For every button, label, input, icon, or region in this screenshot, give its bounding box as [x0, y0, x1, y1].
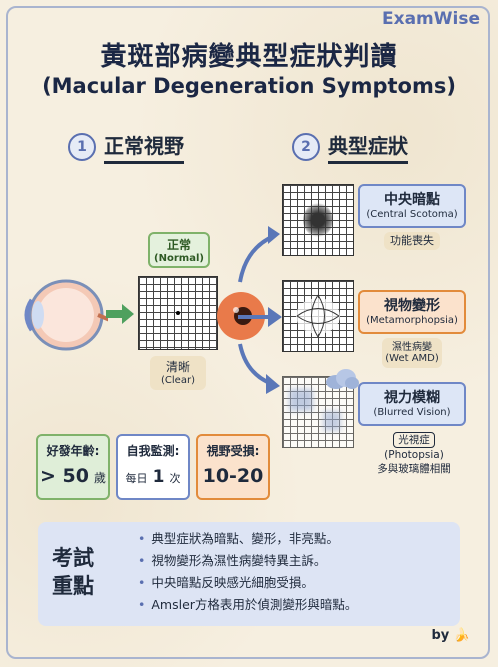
section-label: 正常視野	[104, 130, 184, 164]
clear-label-box: 清晰 (Clear)	[150, 356, 206, 390]
section-normal-heading: 1 正常視野	[68, 130, 184, 164]
stat-unit: 歲	[94, 471, 107, 485]
stat-field-loss: 視野受損: 10-20	[196, 434, 270, 500]
clear-label: 清晰	[165, 360, 190, 374]
eye-anatomy-icon	[24, 279, 108, 351]
key-label: 考試 重點	[52, 544, 94, 600]
section-number: 1	[68, 133, 96, 161]
key-point: 視物變形為濕性病變特異主訴。	[138, 550, 357, 572]
normal-amsler-grid	[138, 276, 218, 350]
metamorphopsia-label-box: 視物變形 (Metamorphopsia)	[358, 290, 466, 334]
blur-patch	[323, 411, 341, 431]
symptom-en: (Metamorphopsia)	[366, 315, 458, 326]
distortion-overlay	[296, 294, 340, 338]
blur-patch	[289, 389, 313, 411]
center-dot	[176, 311, 180, 315]
key-point: 典型症狀為暗點、變形，非亮點。	[138, 528, 357, 550]
stat-value-row: > 50 歲	[38, 465, 108, 487]
metamorphopsia-note: 濕性病變 (Wet AMD)	[382, 338, 442, 368]
symptom-title: 視物變形	[384, 298, 440, 314]
scotoma-note: 功能喪失	[384, 232, 440, 250]
symptom-title: 視力模糊	[384, 390, 440, 406]
note-line: 光視症	[393, 432, 435, 448]
clear-sub: (Clear)	[161, 375, 195, 386]
stat-monitoring: 自我監測: 每日 1 次	[116, 434, 190, 500]
stat-label: 視野受損:	[206, 444, 260, 458]
symptom-en: (Blurred Vision)	[373, 407, 451, 418]
section-label: 典型症狀	[328, 130, 408, 164]
stat-unit: 次	[169, 472, 181, 485]
stat-age: 好發年齡: > 50 歲	[36, 434, 110, 500]
note-line: 多與玻璃體相關	[377, 463, 451, 475]
normal-label: 正常	[166, 238, 191, 252]
blurred-label-box: 視力模糊 (Blurred Vision)	[358, 382, 466, 426]
footer-credit: by 🍌	[432, 628, 471, 643]
metamorphopsia-amsler-grid	[282, 280, 354, 352]
key-points-panel: 考試 重點 典型症狀為暗點、變形，非亮點。 視物變形為濕性病變特異主訴。 中央暗…	[38, 522, 460, 626]
photopsia-note: 光視症 (Photopsia) 多與玻璃體相關	[364, 432, 464, 476]
stat-prefix: 每日	[125, 472, 148, 485]
stat-value: 1	[152, 467, 165, 487]
symptom-title: 中央暗點	[384, 192, 440, 208]
normal-label-box: 正常 (Normal)	[148, 232, 210, 268]
key-points-list: 典型症狀為暗點、變形，非亮點。 視物變形為濕性病變特異主訴。 中央暗點反映感光細…	[138, 528, 357, 616]
stat-label: 好發年齡:	[46, 444, 100, 458]
key-label-line: 重點	[52, 574, 94, 598]
page-subtitle: (Macular Degeneration Symptoms)	[42, 74, 456, 98]
note-line: 濕性病變	[392, 342, 432, 353]
normal-sub: (Normal)	[154, 253, 204, 264]
arrow-right-icon	[106, 304, 134, 324]
note-line: (Photopsia)	[384, 449, 444, 461]
key-point: Amsler方格表用於偵測變形與暗點。	[138, 594, 357, 616]
banana-icon: 🍌	[453, 628, 470, 643]
stat-value: 10-20	[202, 465, 264, 487]
stat-label: 自我監測:	[126, 444, 180, 458]
stat-value: > 50	[39, 465, 89, 487]
cloud-icon	[326, 369, 359, 389]
brand-logo: ExamWise	[382, 9, 480, 29]
section-symptoms-heading: 2 典型症狀	[292, 130, 408, 164]
scotoma-label-box: 中央暗點 (Central Scotoma)	[358, 184, 466, 228]
section-number: 2	[292, 133, 320, 161]
blurred-amsler-grid	[282, 376, 354, 448]
page-frame	[6, 6, 490, 659]
arrow-right-icon	[238, 307, 282, 327]
symptom-en: (Central Scotoma)	[366, 209, 458, 220]
key-point: 中央暗點反映感光細胞受損。	[138, 572, 357, 594]
key-label-line: 考試	[52, 546, 94, 570]
dark-spot	[303, 203, 333, 237]
footer-text: by	[431, 628, 450, 643]
scotoma-amsler-grid	[282, 184, 354, 256]
page-title: 黃斑部病變典型症狀判讀	[100, 42, 398, 72]
arrow-up-right-icon	[238, 226, 280, 283]
stat-value-row: 每日 1 次	[118, 467, 188, 487]
arrow-down-right-icon	[238, 343, 280, 394]
note-line: (Wet AMD)	[385, 353, 439, 364]
